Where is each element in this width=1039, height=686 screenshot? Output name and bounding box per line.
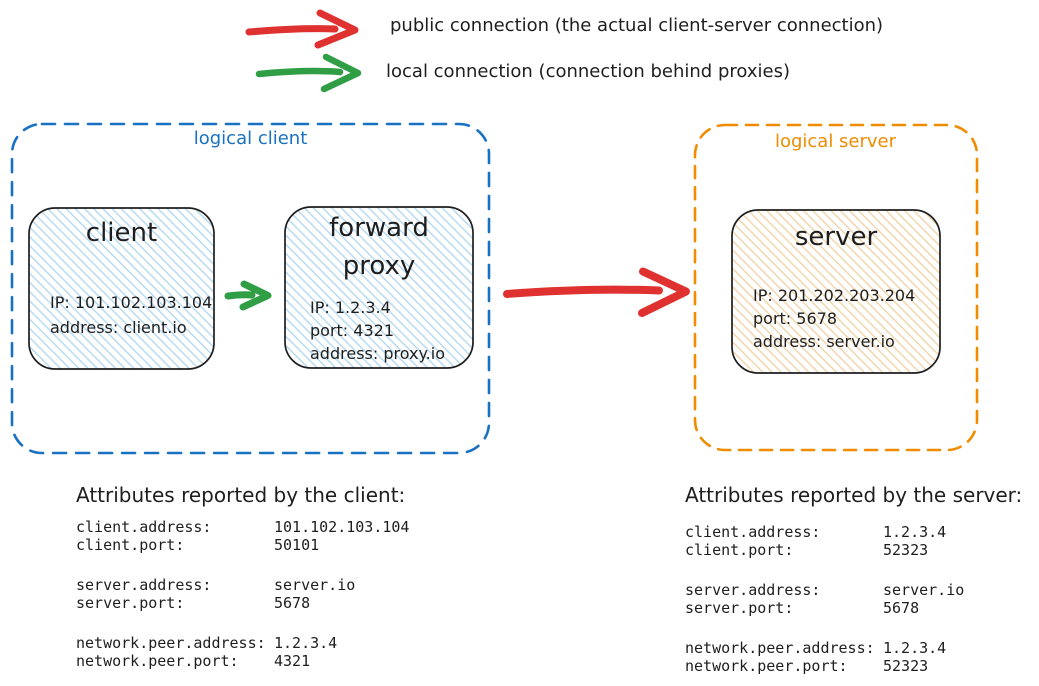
client-node-body: IP: 101.102.103.104 address: client.io (50, 290, 212, 340)
attribute-value: 5678 (274, 594, 311, 612)
client-attributes-title: Attributes reported by the client: (76, 483, 406, 507)
attribute-row: client.port: 52323 (685, 541, 964, 559)
client-attributes-group-client: client.address: 101.102.103.104 client.po… (76, 518, 409, 554)
attribute-key: network.peer.address: (76, 634, 266, 652)
attribute-row: server.address: server.io (685, 581, 964, 599)
attribute-key: client.port: (685, 541, 794, 559)
forward-proxy-node-body: IP: 1.2.3.4 port: 4321 address: proxy.io (310, 296, 445, 365)
server-node-ip: IP: 201.202.203.204 (753, 286, 916, 305)
attribute-row: network.peer.port: 52323 (685, 657, 964, 675)
forward-proxy-node-address: address: proxy.io (310, 344, 445, 363)
attribute-row: network.peer.address: 1.2.3.4 (76, 634, 409, 652)
client-attributes-group-server: server.address: server.io server.port: 567… (76, 576, 409, 612)
logical-client-label: logical client (193, 128, 308, 149)
forward-proxy-node-title-line1: forward (329, 213, 429, 243)
attribute-value: 52323 (883, 657, 929, 675)
logical-server-label: logical server (774, 131, 897, 152)
forward-proxy-node-ip: IP: 1.2.3.4 (310, 298, 391, 317)
attribute-key: client.port: (76, 536, 185, 554)
server-attributes-title: Attributes reported by the server: (685, 483, 1023, 507)
forward-proxy-node-box (284, 206, 474, 369)
attribute-key: client.address: (685, 523, 821, 541)
logical-server-box (693, 123, 979, 452)
logical-client-box (10, 122, 491, 455)
server-node-address: address: server.io (753, 332, 895, 351)
client-attributes-group-network-peer: network.peer.address: 1.2.3.4 network.pee… (76, 634, 409, 670)
attribute-row: network.peer.address: 1.2.3.4 (685, 639, 964, 657)
attribute-key: server.port: (685, 599, 794, 617)
attribute-row: client.address: 101.102.103.104 (76, 518, 409, 536)
attribute-value: server.io (274, 576, 356, 594)
legend-public-label: public connection (the actual client-ser… (390, 15, 884, 36)
forward-proxy-node-title-line2: proxy (342, 251, 416, 281)
server-attributes-group-network-peer: network.peer.address: 1.2.3.4 network.pee… (685, 639, 964, 675)
attribute-value: 1.2.3.4 (274, 634, 338, 652)
attribute-value: server.io (883, 581, 965, 599)
client-node-box (28, 207, 215, 370)
attribute-key: network.peer.address: (685, 639, 875, 657)
server-node-port: port: 5678 (753, 309, 837, 328)
attribute-key: server.address: (76, 576, 212, 594)
client-node-ip: IP: 101.102.103.104 (50, 293, 213, 312)
attribute-key: network.peer.port: (76, 652, 239, 670)
public-connection-legend-arrow (245, 9, 359, 49)
attribute-value: 101.102.103.104 (274, 518, 410, 536)
attribute-key: server.port: (76, 594, 185, 612)
attribute-row: server.port: 5678 (685, 599, 964, 617)
attribute-value: 50101 (274, 536, 320, 554)
server-attributes-group-server: server.address: server.io server.port: 567… (685, 581, 964, 617)
attribute-key: client.address: (76, 518, 212, 536)
server-attributes-group-client: client.address: 1.2.3.4 client.port: 52323 (685, 523, 964, 559)
attribute-value: 52323 (883, 541, 929, 559)
attribute-value: 4321 (274, 652, 311, 670)
client-node-title: client (85, 218, 158, 248)
server-node-title: server (794, 222, 878, 252)
attribute-row: server.address: server.io (76, 576, 409, 594)
forward-proxy-node-port: port: 4321 (310, 321, 394, 340)
attribute-row: network.peer.port: 4321 (76, 652, 409, 670)
attribute-row: client.port: 50101 (76, 536, 409, 554)
local-connection-arrow (224, 280, 272, 311)
server-node-box (731, 209, 941, 374)
attribute-value: 1.2.3.4 (883, 523, 947, 541)
attribute-key: network.peer.port: (685, 657, 848, 675)
server-attributes-table: client.address: 1.2.3.4 client.port: 52323… (685, 523, 964, 675)
attribute-key: server.address: (685, 581, 821, 599)
client-attributes-table: client.address: 101.102.103.104 client.po… (76, 518, 409, 670)
legend-local-label: local connection (connection behind prox… (386, 61, 790, 82)
public-connection-arrow (503, 267, 690, 317)
server-node-body: IP: 201.202.203.204 port: 5678 address: … (753, 284, 915, 353)
attribute-value: 5678 (883, 599, 920, 617)
local-connection-legend-arrow (255, 53, 362, 93)
attribute-row: client.address: 1.2.3.4 (685, 523, 964, 541)
attribute-row: server.port: 5678 (76, 594, 409, 612)
client-node-address: address: client.io (50, 318, 187, 337)
attribute-value: 1.2.3.4 (883, 639, 947, 657)
